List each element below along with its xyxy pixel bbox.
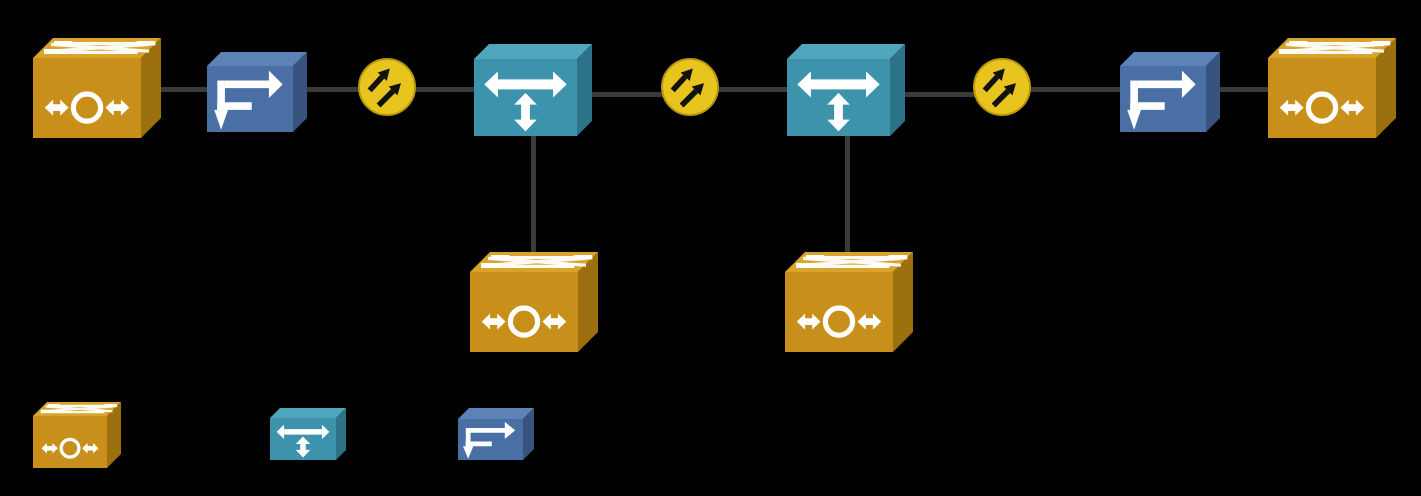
router-circle-icon	[973, 58, 1031, 116]
link-rtr-left-to-cloud-left	[300, 87, 364, 92]
device-sw-down-left[interactable]	[470, 252, 598, 352]
legend-item-legend-switch[interactable]	[33, 402, 121, 468]
l2-switch-icon	[33, 402, 121, 468]
device-l3-left[interactable]	[474, 44, 592, 136]
legend	[0, 380, 1421, 496]
l3-switch-icon	[270, 408, 346, 460]
router-box-icon	[458, 408, 534, 460]
device-cloud-right[interactable]	[973, 58, 1031, 116]
router-circle-icon	[358, 58, 416, 116]
link-l3-left-to-sw-down-left	[531, 120, 536, 268]
legend-item-legend-routerbox[interactable]	[458, 408, 534, 460]
router-box-icon	[207, 52, 307, 132]
l2-switch-icon	[470, 252, 598, 352]
router-circle-icon	[661, 58, 719, 116]
link-l3-right-to-cloud-right	[893, 92, 981, 97]
l2-switch-icon	[785, 252, 913, 352]
device-sw-left[interactable]	[33, 38, 161, 138]
l2-switch-icon	[33, 38, 161, 138]
device-sw-down-right[interactable]	[785, 252, 913, 352]
link-l3-left-to-cloud-mid	[580, 92, 668, 97]
device-rtr-left[interactable]	[207, 52, 307, 132]
l3-switch-icon	[787, 44, 905, 136]
l3-switch-icon	[474, 44, 592, 136]
link-rtr-right-to-sw-right	[1213, 87, 1276, 92]
link-cloud-right-to-rtr-right	[1025, 87, 1127, 92]
link-l3-right-to-sw-down-right	[845, 120, 850, 268]
device-sw-right[interactable]	[1268, 38, 1396, 138]
router-box-icon	[1120, 52, 1220, 132]
device-rtr-right[interactable]	[1120, 52, 1220, 132]
link-cloud-mid-to-l3-right	[712, 87, 794, 92]
legend-item-legend-l3switch[interactable]	[270, 408, 346, 460]
device-l3-right[interactable]	[787, 44, 905, 136]
device-cloud-mid[interactable]	[661, 58, 719, 116]
device-cloud-left[interactable]	[358, 58, 416, 116]
link-cloud-left-to-l3-left	[410, 87, 482, 92]
link-sw-left-to-rtr-left	[150, 87, 212, 92]
l2-switch-icon	[1268, 38, 1396, 138]
